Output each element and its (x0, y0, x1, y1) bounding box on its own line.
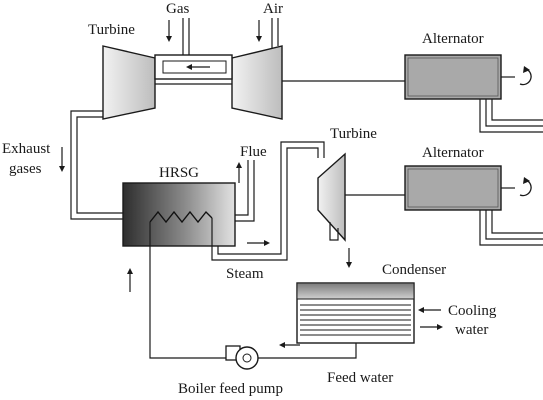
turbine-to-condenser (329, 222, 339, 241)
label-flue: Flue (240, 144, 267, 160)
label-exhaust-line2: gases (9, 161, 42, 177)
feed-return-arrow (127, 268, 133, 292)
label-cooling-line2: water (455, 322, 488, 338)
label-turbine-steam: Turbine (330, 126, 377, 142)
label-exhaust-line1: Exhaust (2, 141, 51, 157)
compressor-shape (231, 45, 283, 120)
hrsg-coil (149, 210, 213, 224)
hrsg-box (122, 182, 236, 247)
label-steam: Steam (226, 266, 264, 282)
label-feed-water: Feed water (327, 370, 393, 386)
steam-arrow (247, 240, 270, 246)
alternator-top-box (404, 54, 502, 100)
feed-water-arrow (279, 342, 300, 348)
label-condenser: Condenser (382, 262, 446, 278)
label-air: Air (263, 1, 283, 17)
cooling-out-arrow (420, 324, 443, 330)
cooling-in-arrow (418, 307, 441, 313)
alternator-bottom-inner (407, 168, 499, 208)
label-hrsg: HRSG (159, 165, 199, 181)
combustor-flow-arrow (186, 64, 210, 70)
exhaust-duct (70, 110, 123, 220)
gas-turbine-shape (102, 45, 156, 120)
condenser-tubes (300, 304, 411, 336)
exhaust-arrow (59, 147, 65, 172)
flue-arrow (236, 162, 242, 183)
label-turbine-top: Turbine (88, 22, 135, 38)
air-inlet-pipe (271, 18, 279, 48)
label-gas: Gas (166, 1, 189, 17)
gas-inlet-arrow (166, 20, 172, 42)
rotation-icon-bottom (519, 177, 532, 197)
label-alternator-bottom: Alternator (422, 145, 484, 161)
alternator-top-cables (479, 99, 543, 133)
boiler-feed-pump-icon (225, 345, 259, 370)
alternator-bottom-box (404, 165, 502, 211)
label-cooling-line1: Cooling (448, 303, 497, 319)
steam-turbine-shape (317, 152, 346, 242)
steam-pipe (211, 141, 325, 261)
alternator-bottom-cables (479, 210, 543, 246)
label-boiler-feed-pump: Boiler feed pump (178, 381, 283, 397)
air-inlet-arrow (256, 20, 262, 42)
condenser-top-band (296, 282, 415, 300)
alternator-top-inner (407, 57, 499, 97)
condenser-inlet-arrow (346, 248, 352, 268)
gas-inlet-pipe (182, 18, 190, 55)
feed-water-pipe (149, 246, 357, 359)
label-alternator-top: Alternator (422, 31, 484, 47)
flue-stack (235, 160, 255, 222)
rotation-icon-top (519, 66, 532, 86)
